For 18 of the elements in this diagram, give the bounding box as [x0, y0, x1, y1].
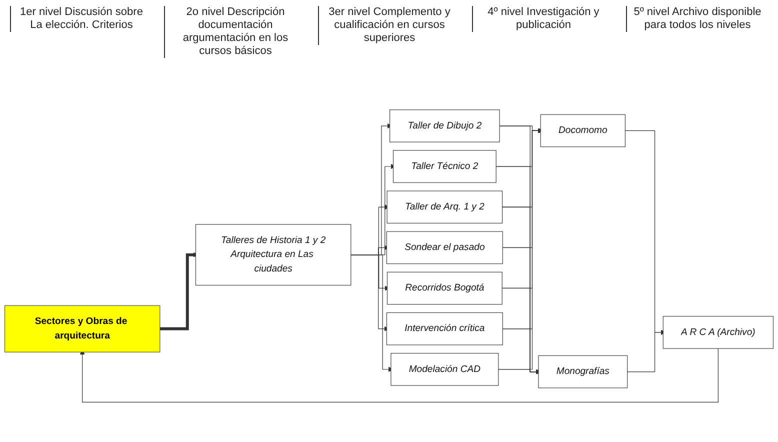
node-box: Taller Técnico 2 [392, 150, 496, 183]
level-heading: 3er nivel Complemento y cualificación en cursos superiores [318, 6, 460, 45]
node-box: Modelación CAD [390, 352, 499, 386]
level-heading: 4º nivel Investigación y publicación [472, 6, 614, 32]
node-box: Taller de Arq. 1 y 2 [386, 190, 503, 224]
level-heading: 2o nivel Descripción documentación argumentación en los cursos básicos [164, 6, 306, 58]
level-heading: 1er nivel Discusión sobre La elección. Criterios [10, 6, 152, 32]
node-box: Talleres de Historia 1 y 2 Arquitectura en Las ciudades [195, 224, 352, 286]
level-heading: 5º nivel Archivo disponible para todos los niveles [626, 6, 768, 32]
node-box: Intervención crítica [386, 312, 503, 346]
arrow [80, 348, 718, 402]
node-box: Monografías [538, 355, 628, 388]
node-box: Recorridos Bogotá [386, 272, 502, 305]
node-box: A R C A (Archivo) [662, 316, 774, 349]
node-box: Sectores y Obras de arquitectura [4, 305, 160, 352]
node-box: Docomomo [540, 114, 626, 148]
node-box: Sondear el pasado [386, 231, 503, 264]
node-box: Taller de Dibujo 2 [390, 110, 500, 142]
